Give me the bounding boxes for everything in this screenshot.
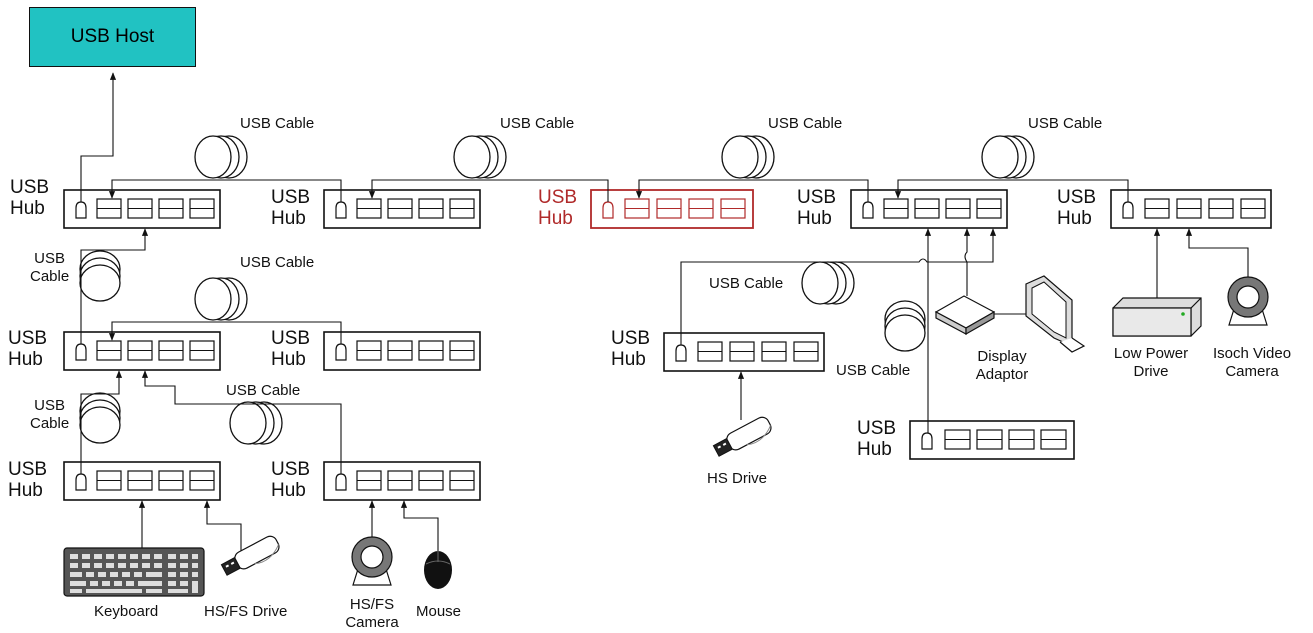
hsfs-drive-label: HS/FS Drive xyxy=(204,603,287,621)
usb-hub-r1-4 xyxy=(851,190,1007,228)
isoch-camera-label-line1: Isoch Video xyxy=(1213,345,1291,362)
usb-hub-r2-1 xyxy=(64,332,220,370)
hub-label-line2: Hub xyxy=(8,349,43,370)
hub-label-line1: USB xyxy=(611,328,650,349)
cable-label-line1: USB xyxy=(34,397,65,414)
cable-label: USB Cable xyxy=(709,275,783,293)
usb-hub-r1-2 xyxy=(324,190,480,228)
hub-label-line2: Hub xyxy=(271,349,306,370)
display-adaptor-label-line1: Display xyxy=(977,348,1026,365)
hub-label-line2: Hub xyxy=(797,208,832,229)
webcam-icon xyxy=(1228,277,1268,325)
hub-label-line1: USB xyxy=(797,187,836,208)
cable-coil-icon xyxy=(195,136,247,178)
hub-label-line2: Hub xyxy=(10,198,45,219)
hub-label-line1: USB xyxy=(1057,187,1096,208)
hub-label-line1: USB xyxy=(538,187,577,208)
cable-label: USB Cable xyxy=(1028,115,1102,133)
display-adaptor-label-line2: Adaptor xyxy=(976,366,1029,383)
hub-label-line2: Hub xyxy=(271,208,306,229)
hub-label-line1: USB xyxy=(271,187,310,208)
hub-label-line2: Hub xyxy=(8,480,43,501)
usb-hub-r1-5 xyxy=(1111,190,1271,228)
display-adaptor-icon xyxy=(936,296,994,334)
cable-coil-icon xyxy=(195,278,247,320)
external-drive-icon xyxy=(1113,298,1201,336)
usb-hub-r3-3 xyxy=(910,421,1074,459)
keyboard-icon xyxy=(64,548,204,596)
webcam-icon xyxy=(352,537,392,585)
hub-label-line2: Hub xyxy=(611,349,646,370)
cable-coil-icon xyxy=(722,136,774,178)
mouse-icon xyxy=(424,551,452,589)
usb-hub-r2-3 xyxy=(664,333,824,371)
mouse-label: Mouse xyxy=(416,603,461,621)
hub-label-line1: USB xyxy=(10,177,49,198)
cable-label-line2: Cable xyxy=(30,268,69,285)
cable-label-line2: Cable xyxy=(30,415,69,432)
cable-label: USB Cable xyxy=(500,115,574,133)
hub-label-line1: USB xyxy=(271,328,310,349)
cable-coil-icon xyxy=(80,251,120,301)
usb-host-label: USB Host xyxy=(71,26,154,48)
cable-label: USB Cable xyxy=(240,115,314,133)
usb-hub-r2-2 xyxy=(324,332,480,370)
hub-label-line1: USB xyxy=(8,328,47,349)
monitor-icon xyxy=(1026,276,1084,352)
flash-drive-icon xyxy=(220,534,282,580)
cable-coil-icon xyxy=(454,136,506,178)
usb-host-box: USB Host xyxy=(29,7,196,67)
cable-label: USB Cable xyxy=(768,115,842,133)
usb-hub-r3-2 xyxy=(324,462,480,500)
cable-coil-icon xyxy=(982,136,1034,178)
hub-label-line2: Hub xyxy=(1057,208,1092,229)
isoch-camera-label-line2: Camera xyxy=(1225,363,1278,380)
hub-label-line2: Hub xyxy=(271,480,306,501)
cable-label: USB Cable xyxy=(240,254,314,272)
hsfs-camera-label-line2: Camera xyxy=(345,614,398,631)
cable-label: USB Cable xyxy=(226,382,300,400)
low-power-drive-label-line1: Low Power xyxy=(1114,345,1188,362)
hub-label-line2: Hub xyxy=(857,439,892,460)
usb-hub-r1-1 xyxy=(64,190,220,228)
cable-coil-icon xyxy=(802,262,854,304)
hsfs-camera-label-line1: HS/FS xyxy=(350,596,394,613)
cable-coil-icon xyxy=(80,393,120,443)
cable-coil-icon xyxy=(885,301,925,351)
keyboard-label: Keyboard xyxy=(94,603,158,621)
flash-drive-icon xyxy=(712,415,774,461)
hub-label-line2: Hub xyxy=(538,208,573,229)
usb-hub-r1-3-highlighted xyxy=(591,190,753,228)
hs-drive-label: HS Drive xyxy=(707,470,767,488)
hub-label-line1: USB xyxy=(8,459,47,480)
hub-label-line1: USB xyxy=(857,418,896,439)
hub-label-line1: USB xyxy=(271,459,310,480)
low-power-drive-label-line2: Drive xyxy=(1133,363,1168,380)
cable-coil-icon xyxy=(230,402,282,444)
connection-lines xyxy=(81,73,1248,560)
cable-label: USB Cable xyxy=(836,362,910,380)
usb-hub-r3-1 xyxy=(64,462,220,500)
cable-label-line1: USB xyxy=(34,250,65,267)
